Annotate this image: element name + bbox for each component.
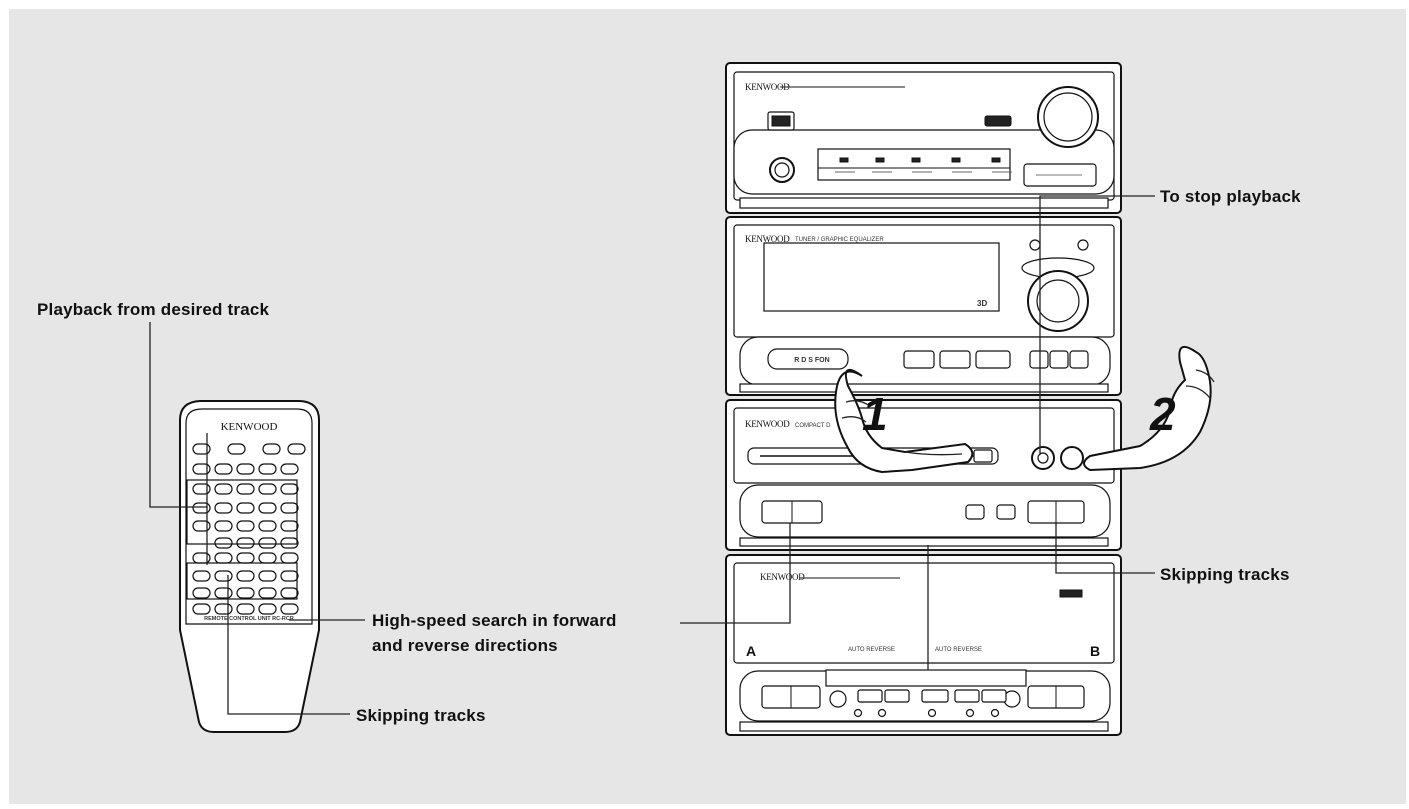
remote-button[interactable]: [259, 484, 276, 494]
rds-label: R D S FON: [794, 357, 829, 364]
step-1-number: 1: [862, 388, 888, 440]
amp-indicator-led: [912, 158, 920, 162]
tuner-unit: KENWOOD TUNER / GRAPHIC EQUALIZER 3D R D…: [726, 217, 1121, 395]
amplifier-unit: KENWOOD: [726, 63, 1121, 213]
remote-button[interactable]: [237, 588, 254, 598]
remote-button[interactable]: [259, 521, 276, 531]
amp-indicator-led: [840, 158, 848, 162]
deck-button[interactable]: [982, 690, 1006, 702]
remote-button[interactable]: [193, 588, 210, 598]
remote-button[interactable]: [215, 521, 232, 531]
cd-brand: KENWOOD: [745, 419, 790, 429]
deck-jack: [929, 710, 936, 717]
stereo-stack: KENWOOD KENWOOD TUNER / GRAPHIC EQUALIZE…: [726, 63, 1121, 735]
amp-indicator-led: [992, 158, 1000, 162]
deck-jack: [879, 710, 886, 717]
remote-button[interactable]: [281, 484, 298, 494]
remote-button[interactable]: [281, 503, 298, 513]
tuner-button[interactable]: [904, 351, 934, 368]
amp-indicator-led: [952, 158, 960, 162]
remote-button[interactable]: [215, 553, 232, 563]
remote-button[interactable]: [281, 571, 298, 581]
remote-button[interactable]: [281, 604, 298, 614]
remote-button[interactable]: [263, 444, 280, 454]
deck-button[interactable]: [955, 690, 979, 702]
remote-button[interactable]: [237, 604, 254, 614]
deck-b-label: B: [1090, 643, 1100, 659]
remote-button[interactable]: [281, 553, 298, 563]
auto-reverse-b: AUTO REVERSE: [935, 647, 982, 653]
remote-button[interactable]: [288, 444, 305, 454]
remote-button[interactable]: [237, 538, 254, 548]
remote-button[interactable]: [215, 538, 232, 548]
remote-button[interactable]: [259, 588, 276, 598]
cd-title: COMPACT D: [795, 423, 831, 429]
remote-button[interactable]: [215, 503, 232, 513]
remote-button[interactable]: [259, 604, 276, 614]
tuner-button[interactable]: [1050, 351, 1068, 368]
remote-control: KENWOOD REMOTE CONTROL UNIT RC-RCR: [180, 401, 319, 732]
cd-unit: KENWOOD COMPACT D: [726, 400, 1121, 550]
remote-button[interactable]: [237, 571, 254, 581]
remote-button[interactable]: [215, 571, 232, 581]
remote-button[interactable]: [237, 464, 254, 474]
deck-jack: [967, 710, 974, 717]
remote-button[interactable]: [281, 521, 298, 531]
cassette-unit: KENWOOD A B AUTO REVERSE AUTO REVERSE: [726, 555, 1121, 735]
remote-button[interactable]: [215, 588, 232, 598]
remote-button[interactable]: [259, 464, 276, 474]
deck-jack: [855, 710, 862, 717]
deck-jack: [992, 710, 999, 717]
remote-model-label: REMOTE CONTROL UNIT RC-RCR: [204, 616, 294, 622]
tuner-title: TUNER / GRAPHIC EQUALIZER: [795, 237, 884, 243]
remote-brand: KENWOOD: [221, 421, 278, 433]
remote-button[interactable]: [259, 553, 276, 563]
deck-button[interactable]: [922, 690, 948, 702]
tuner-button[interactable]: [940, 351, 970, 368]
remote-button[interactable]: [193, 604, 210, 614]
remote-button[interactable]: [215, 604, 232, 614]
remote-button[interactable]: [281, 538, 298, 548]
remote-button[interactable]: [215, 484, 232, 494]
remote-button[interactable]: [281, 588, 298, 598]
deck-button[interactable]: [885, 690, 909, 702]
remote-button[interactable]: [237, 521, 254, 531]
remote-button[interactable]: [237, 553, 254, 563]
step-2-number: 2: [1149, 388, 1176, 440]
amp-indicator-led: [876, 158, 884, 162]
remote-button[interactable]: [215, 464, 232, 474]
deck-a-label: A: [746, 643, 756, 659]
deck-button[interactable]: [858, 690, 882, 702]
remote-button[interactable]: [259, 538, 276, 548]
tuner-button[interactable]: [1030, 351, 1048, 368]
cassette-brand: KENWOOD: [760, 572, 805, 582]
auto-reverse-a: AUTO REVERSE: [848, 647, 895, 653]
tuner-button[interactable]: [976, 351, 1010, 368]
remote-button[interactable]: [237, 484, 254, 494]
remote-button[interactable]: [259, 571, 276, 581]
remote-button[interactable]: [237, 503, 254, 513]
tuner-button[interactable]: [1070, 351, 1088, 368]
remote-button[interactable]: [228, 444, 245, 454]
remote-button[interactable]: [259, 503, 276, 513]
remote-button[interactable]: [193, 571, 210, 581]
svg-text:3D: 3D: [977, 299, 987, 308]
remote-button[interactable]: [281, 464, 298, 474]
